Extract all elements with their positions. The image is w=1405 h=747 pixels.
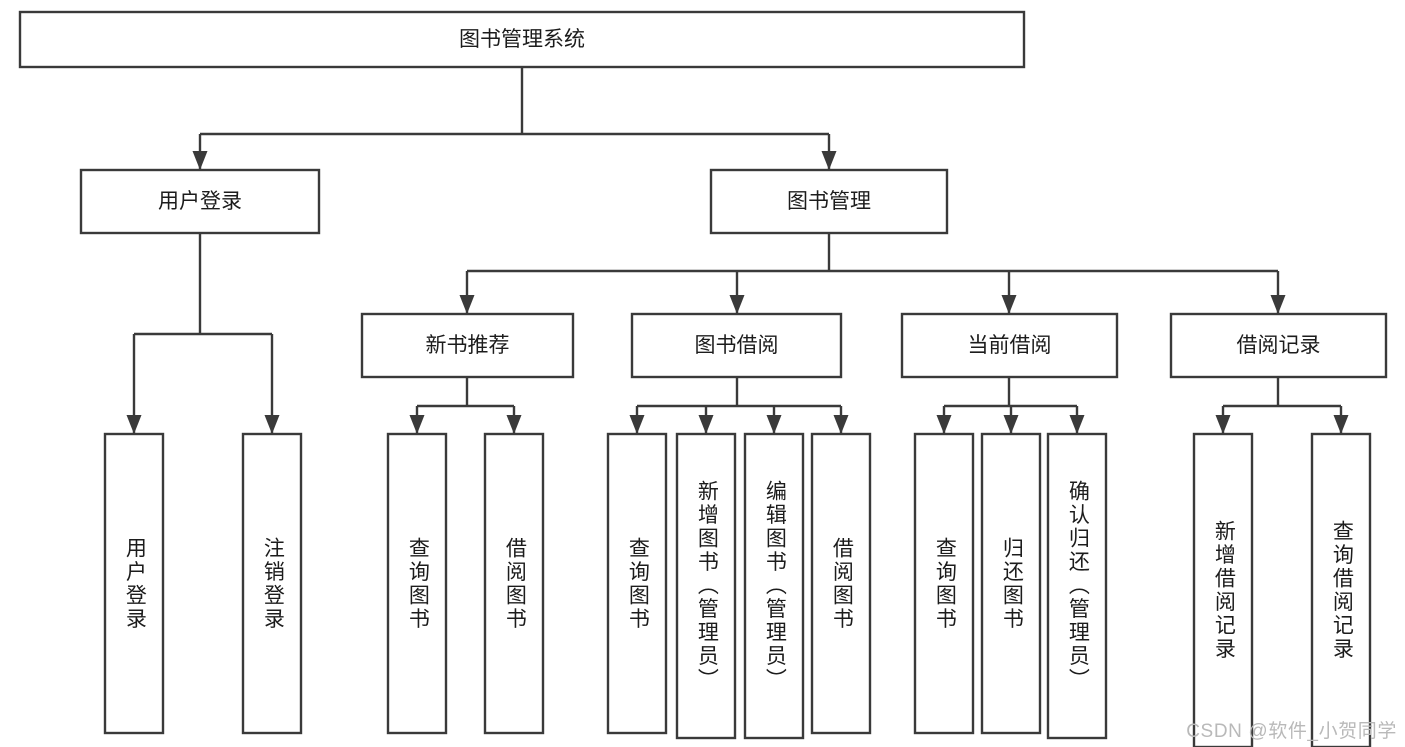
- edges-layer: [126, 67, 1349, 434]
- node-book-borrow-label: 图书借阅: [695, 334, 779, 357]
- node-leaf-query-book-3[interactable]: [913, 432, 975, 735]
- arrow-head-icon: [506, 415, 522, 434]
- node-new-book-recommend[interactable]: [360, 312, 575, 379]
- arrow-head-icon: [126, 415, 142, 434]
- arrow-head-icon: [1003, 415, 1019, 434]
- arrow-head-icon: [729, 295, 745, 314]
- node-leaf-borrow-book-1[interactable]: [483, 432, 545, 735]
- node-leaf-query-borrow-record[interactable]: [1310, 432, 1372, 747]
- node-leaf-add-borrow-record[interactable]: [1192, 432, 1254, 747]
- node-user-login-label: 用户登录: [158, 190, 242, 213]
- node-leaf-confirm-return[interactable]: [1046, 432, 1108, 740]
- arrow-head-icon: [192, 151, 208, 170]
- boxes-layer: [18, 10, 1388, 747]
- arrow-head-icon: [459, 295, 475, 314]
- arrow-head-icon: [264, 415, 280, 434]
- node-user-login[interactable]: [79, 168, 321, 235]
- node-book-borrow[interactable]: [630, 312, 843, 379]
- node-leaf-add-book[interactable]: [675, 432, 737, 740]
- node-borrow-record[interactable]: [1169, 312, 1388, 379]
- arrow-head-icon: [1270, 295, 1286, 314]
- arrow-head-icon: [629, 415, 645, 434]
- node-new-book-recommend-label: 新书推荐: [426, 334, 510, 357]
- node-borrow-record-label: 借阅记录: [1237, 334, 1321, 357]
- arrow-head-icon: [821, 151, 837, 170]
- arrow-head-icon: [1215, 415, 1231, 434]
- arrow-head-icon: [936, 415, 952, 434]
- node-leaf-query-book-1[interactable]: [386, 432, 448, 735]
- node-root[interactable]: [18, 10, 1026, 69]
- arrow-head-icon: [833, 415, 849, 434]
- node-leaf-return-book[interactable]: [980, 432, 1042, 735]
- node-leaf-borrow-book-2[interactable]: [810, 432, 872, 735]
- node-leaf-user-login[interactable]: [103, 432, 165, 735]
- arrow-head-icon: [1069, 415, 1085, 434]
- watermark: CSDN @软件_小贺同学: [1186, 721, 1397, 742]
- node-leaf-edit-book[interactable]: [743, 432, 805, 740]
- arrow-head-icon: [409, 415, 425, 434]
- arrow-head-icon: [766, 415, 782, 434]
- node-book-manage[interactable]: [709, 168, 949, 235]
- node-leaf-user-logout[interactable]: [241, 432, 303, 735]
- arrow-head-icon: [1333, 415, 1349, 434]
- node-current-borrow[interactable]: [900, 312, 1119, 379]
- node-book-manage-label: 图书管理: [787, 190, 871, 213]
- node-leaf-query-book-2[interactable]: [606, 432, 668, 735]
- node-root-label: 图书管理系统: [459, 28, 585, 51]
- arrow-head-icon: [1001, 295, 1017, 314]
- node-current-borrow-label: 当前借阅: [968, 334, 1052, 357]
- arrow-head-icon: [698, 415, 714, 434]
